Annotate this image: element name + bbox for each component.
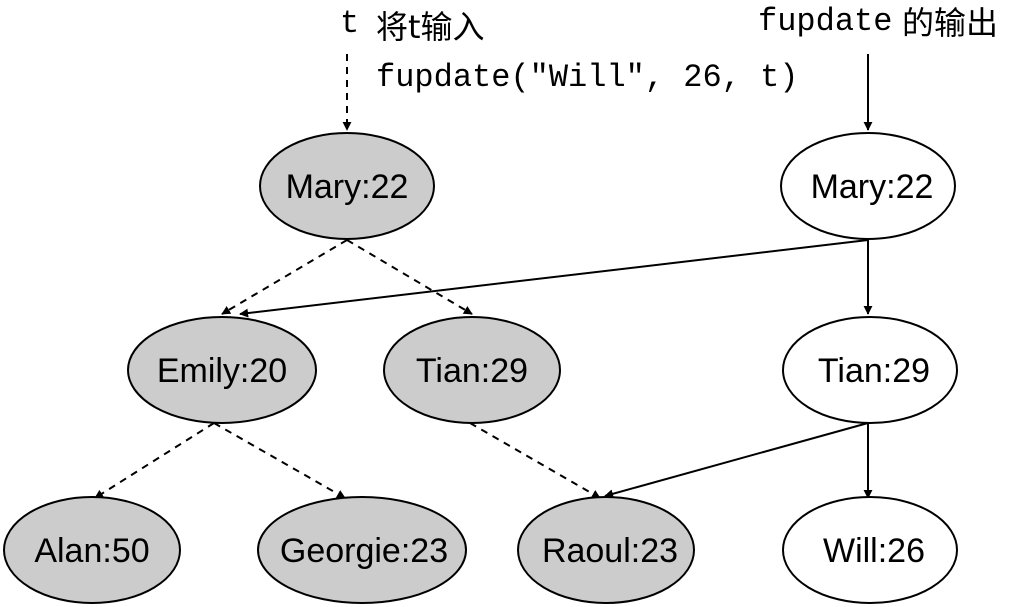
edge-emily-georgie — [213, 422, 346, 499]
node-old-alan-label: Alan:50 — [34, 532, 149, 570]
node-old-alan — [3, 496, 181, 604]
edge-mary-emily — [221, 239, 348, 315]
node-new-tian-label: Tian:29 — [818, 352, 930, 390]
node-new-will — [782, 496, 958, 604]
node-old-tian — [383, 316, 561, 424]
node-old-georgie-label: Georgie:23 — [280, 532, 448, 570]
output-caption: 的输出 — [902, 4, 998, 42]
node-old-raoul-label: Raoul:23 — [542, 532, 678, 570]
output-fn-label: fupdate — [758, 3, 892, 40]
input-var-label: t — [340, 5, 359, 42]
node-old-tian-label: Tian:29 — [416, 352, 528, 390]
call-expression: fupdate("Will", 26, t) — [376, 59, 798, 96]
node-new-mary — [780, 132, 956, 240]
node-new-mary-label: Mary:22 — [811, 168, 934, 206]
edge-tian-raoul — [469, 422, 601, 499]
node-old-emily — [127, 316, 317, 424]
node-old-raoul — [517, 496, 695, 604]
node-old-mary-label: Mary:22 — [286, 168, 409, 206]
node-old-emily-label: Emily:20 — [157, 352, 287, 390]
node-old-mary — [259, 132, 435, 240]
node-old-georgie — [257, 496, 467, 604]
edge-emily-alan — [94, 422, 215, 499]
edge-newtian-raoul — [604, 422, 869, 499]
edge-mary-tian — [346, 239, 473, 315]
node-new-will-label: Will:26 — [823, 532, 925, 570]
input-caption: 将t输入 — [376, 8, 485, 46]
edge-newmary-emily — [239, 239, 869, 318]
node-new-tian — [782, 316, 958, 424]
